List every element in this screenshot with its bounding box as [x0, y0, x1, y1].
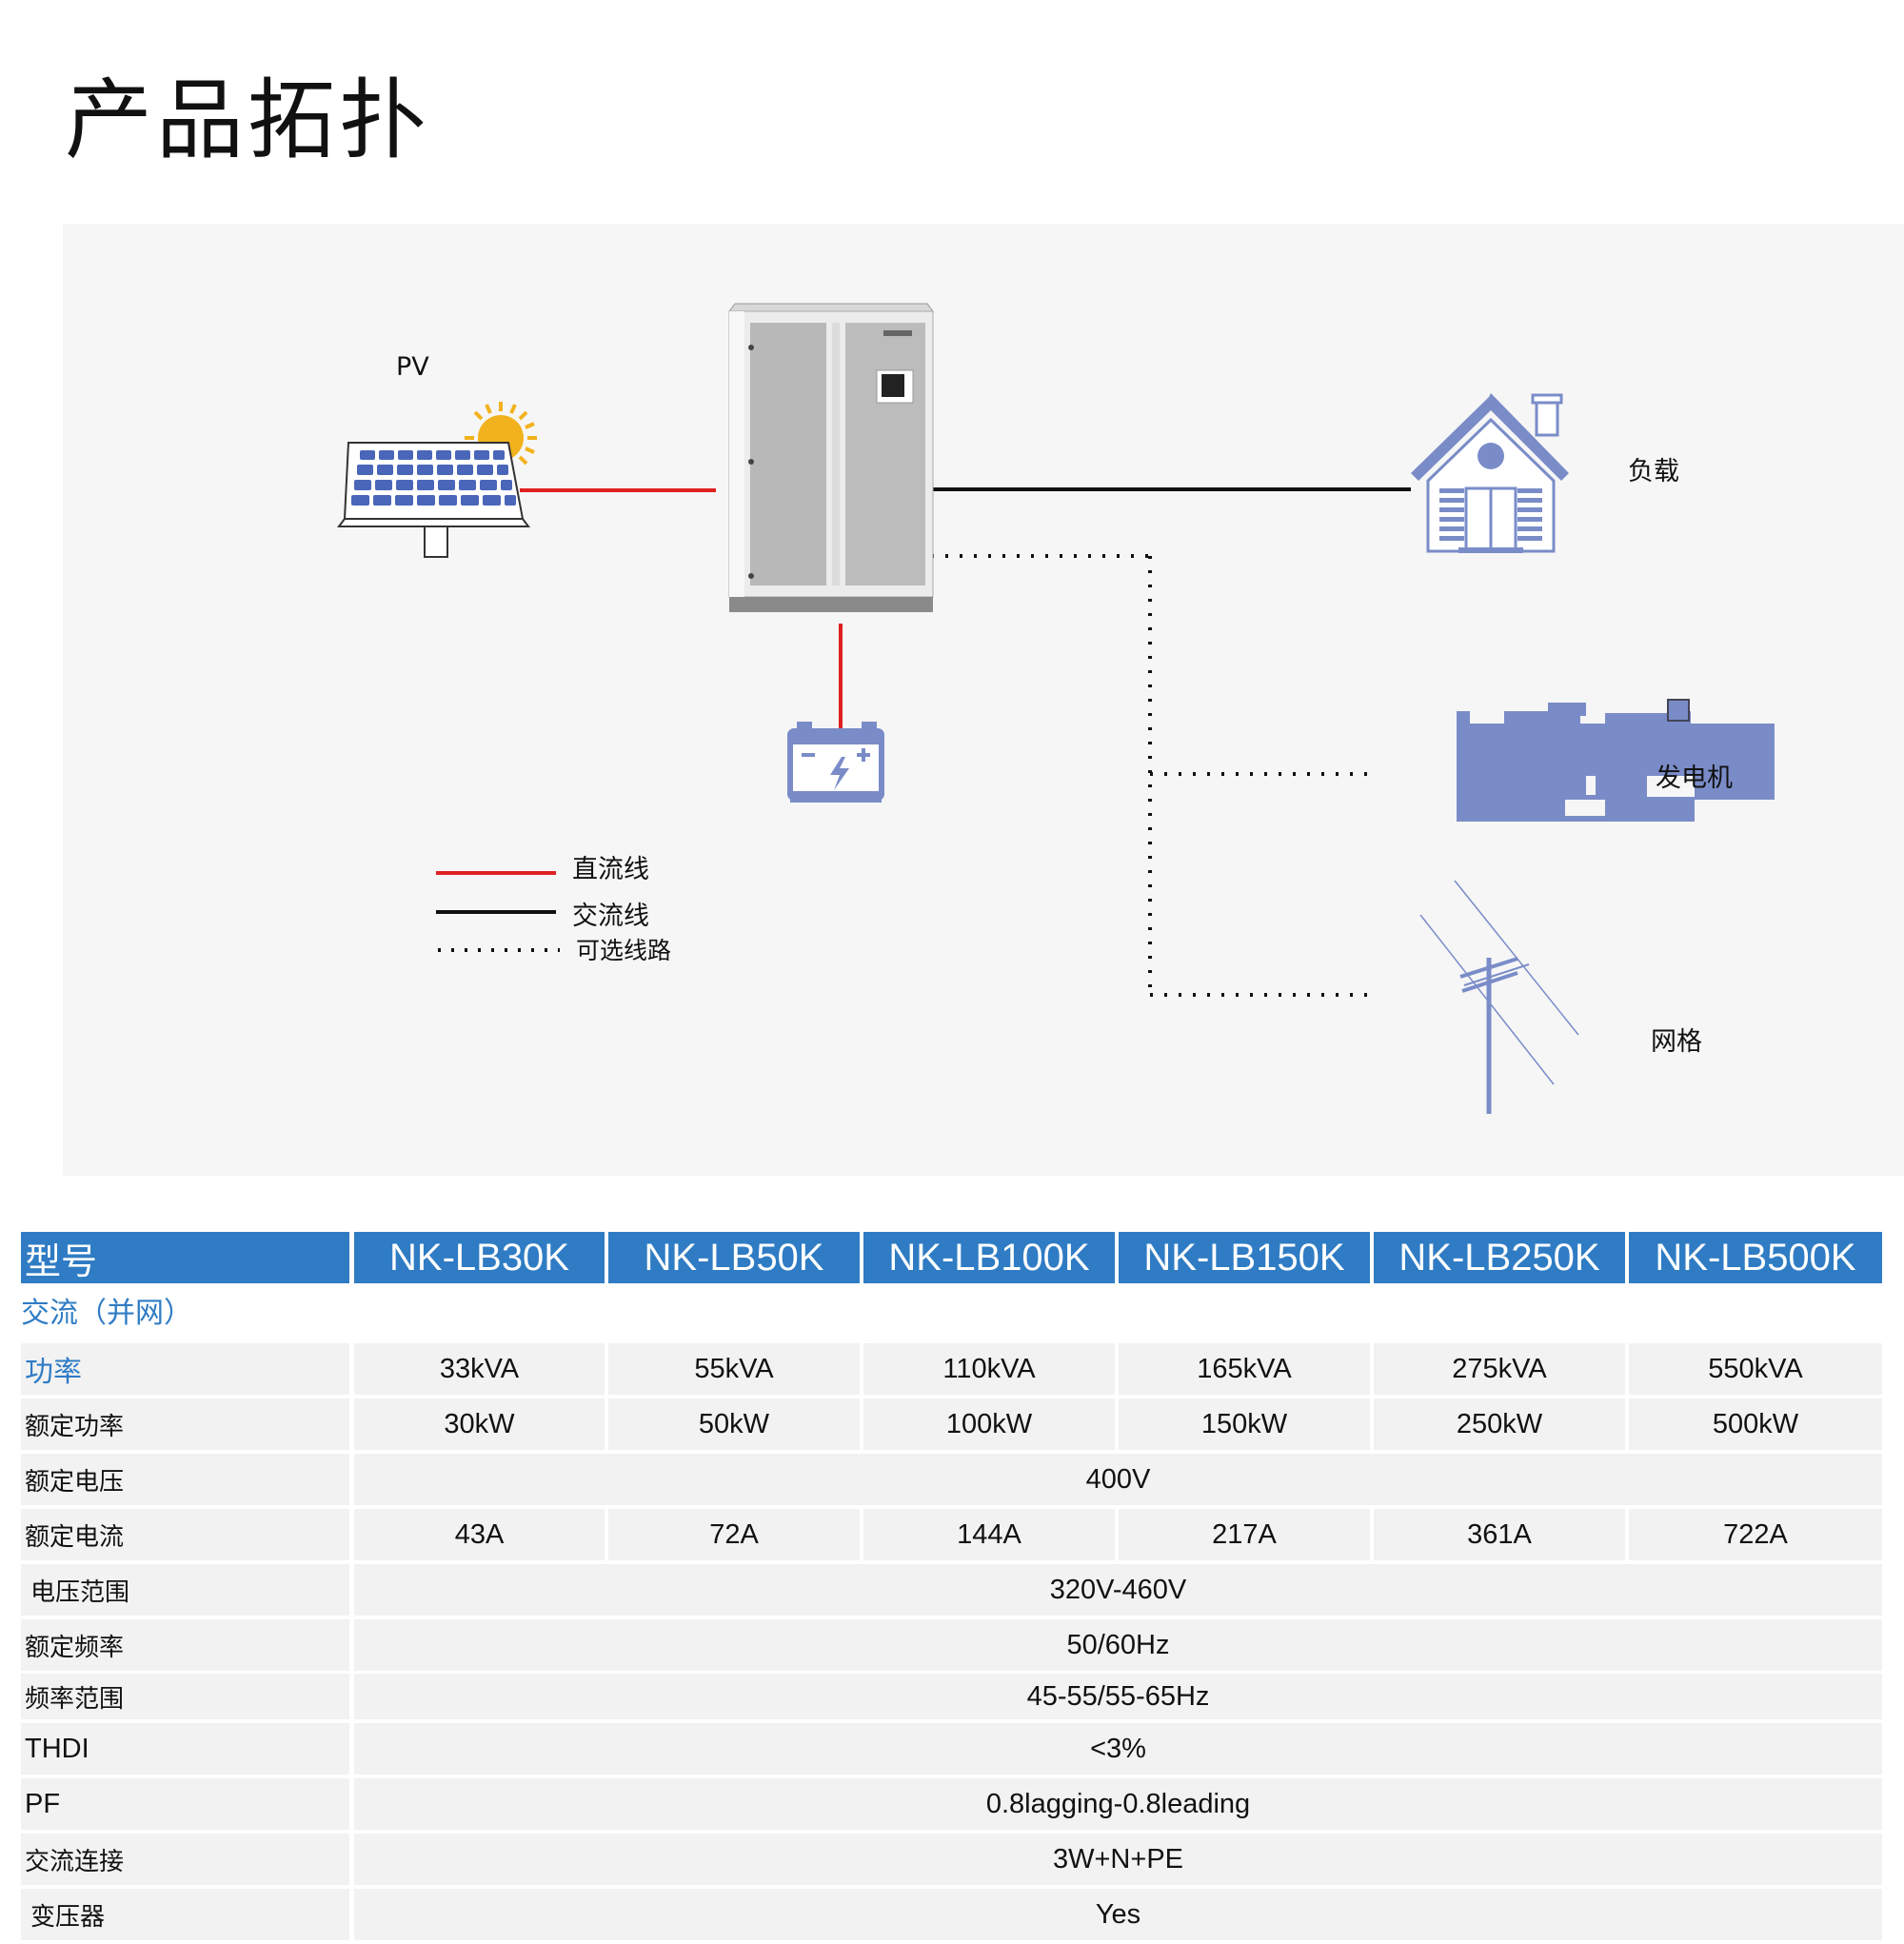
row-value: 43A: [354, 1509, 605, 1560]
battery-icon: [787, 722, 884, 803]
row-label: 额定电压: [21, 1454, 349, 1505]
row-label: 额定频率: [21, 1619, 349, 1671]
row-value: 50kW: [608, 1398, 860, 1450]
row-value: 550kVA: [1629, 1343, 1882, 1395]
table-row: 功率 33kVA 55kVA 110kVA 165kVA 275kVA 550k…: [21, 1343, 1882, 1395]
table-row: 变压器 Yes: [21, 1889, 1882, 1940]
table-row: 电压范围 320V-460V: [21, 1564, 1882, 1616]
header-model: NK-LB100K: [863, 1232, 1115, 1283]
header-model: NK-LB500K: [1629, 1232, 1882, 1283]
row-value: 320V-460V: [354, 1564, 1882, 1616]
header-model: NK-LB30K: [354, 1232, 605, 1283]
row-value: 150kW: [1119, 1398, 1370, 1450]
row-label: 电压范围: [21, 1564, 349, 1616]
legend-dc-label: 直流线: [572, 855, 649, 884]
row-label: 额定电流: [21, 1509, 349, 1560]
page-title: 产品拓扑: [65, 69, 431, 171]
legend-optional-label: 可选线路: [576, 937, 672, 964]
row-label: 交流连接: [21, 1834, 349, 1885]
row-label: 频率范围: [21, 1674, 349, 1719]
inverter-cabinet-icon: [728, 303, 934, 612]
table-row: PF 0.8lagging-0.8leading: [21, 1778, 1882, 1830]
table-row: 额定电压 400V: [21, 1454, 1882, 1505]
row-value: 110kVA: [863, 1343, 1115, 1395]
header-model: NK-LB50K: [608, 1232, 860, 1283]
row-value: Yes: [354, 1889, 1882, 1940]
table-row: 额定频率 50/60Hz: [21, 1619, 1882, 1671]
row-value: 275kVA: [1374, 1343, 1625, 1395]
row-value: 33kVA: [354, 1343, 605, 1395]
header-model: NK-LB150K: [1119, 1232, 1370, 1283]
section-row: 交流（并网）: [21, 1285, 1882, 1335]
row-value: 55kVA: [608, 1343, 860, 1395]
load-label: 负载: [1628, 457, 1679, 486]
row-value: 361A: [1374, 1509, 1625, 1560]
table-row: THDI <3%: [21, 1723, 1882, 1775]
row-label: PF: [21, 1778, 349, 1830]
row-value: 144A: [863, 1509, 1115, 1560]
table-row: 额定功率 30kW 50kW 100kW 150kW 250kW 500kW: [21, 1398, 1882, 1450]
row-value: 217A: [1119, 1509, 1370, 1560]
row-value: 72A: [608, 1509, 860, 1560]
row-value: 0.8lagging-0.8leading: [354, 1778, 1882, 1830]
row-value: 250kW: [1374, 1398, 1625, 1450]
house-icon: [1411, 393, 1569, 553]
generator-icon: [1457, 699, 1775, 822]
topology-graphic: [337, 303, 1775, 1114]
row-value: 45-55/55-65Hz: [354, 1674, 1882, 1719]
row-value: 165kVA: [1119, 1343, 1370, 1395]
row-value: 3W+N+PE: [354, 1834, 1882, 1885]
grid-label: 网格: [1651, 1027, 1702, 1057]
generator-label: 发电机: [1656, 764, 1733, 793]
table-row: 额定电流 43A 72A 144A 217A 361A 722A: [21, 1509, 1882, 1560]
row-value: 100kW: [863, 1398, 1115, 1450]
row-value: 30kW: [354, 1398, 605, 1450]
row-label: 功率: [21, 1343, 349, 1395]
row-value: <3%: [354, 1723, 1882, 1775]
section-title: 交流（并网）: [21, 1285, 687, 1335]
table-row: 交流连接 3W+N+PE: [21, 1834, 1882, 1885]
solar-panel-icon: [337, 402, 537, 558]
row-value: 50/60Hz: [354, 1619, 1882, 1671]
header-model: NK-LB250K: [1374, 1232, 1625, 1283]
row-label: 额定功率: [21, 1398, 349, 1450]
row-value: 722A: [1629, 1509, 1882, 1560]
topology-diagram: PV 负载 发电机 网格 直流线 交流线 可选线路: [63, 224, 1904, 1176]
row-label: THDI: [21, 1723, 349, 1775]
table-header-row: 型号 NK-LB30K NK-LB50K NK-LB100K NK-LB150K…: [21, 1232, 1882, 1283]
pv-label: PV: [396, 352, 429, 382]
row-value: 400V: [354, 1454, 1882, 1505]
row-label: 变压器: [21, 1889, 349, 1940]
legend-ac-label: 交流线: [572, 902, 649, 931]
power-pole-icon: [1419, 880, 1579, 1114]
table-row: 频率范围 45-55/55-65Hz: [21, 1674, 1882, 1719]
optional-lines: [931, 554, 1369, 997]
row-value: 500kW: [1629, 1398, 1882, 1450]
header-model-label: 型号: [21, 1232, 349, 1283]
